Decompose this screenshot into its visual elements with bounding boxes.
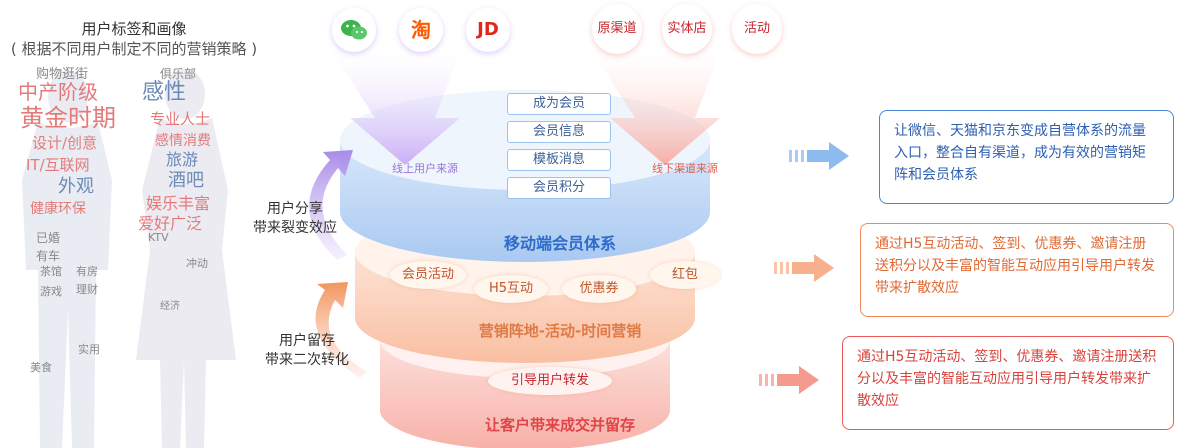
channel-event: 活动 [732,4,782,54]
taobao-icon: 淘 [399,8,443,52]
portrait-silhouette [22,69,236,448]
retain-label-line1: 用户留存 [279,333,335,349]
cloud-word: 酒吧 [168,170,204,191]
item-member-activity: 会员活动 [390,261,466,289]
cloud-word: 俱乐部 [160,67,197,81]
layer-middle-title: 营销阵地-活动-时间营销 [478,322,642,340]
cloud-word: 有房 [76,265,98,278]
item-member-info: 会员信息 [507,121,611,143]
arrow-middle [774,254,834,282]
layer-bottom-title: 让客户带来成交并留存 [484,416,635,434]
cloud-word: 冲动 [186,257,208,270]
jd-icon: JD [466,8,510,52]
arrow-bottom [759,366,819,394]
cloud-word: 健康环保 [30,201,86,217]
cloud-word: 专业人士 [150,110,211,128]
desc-middle: 通过H5互动活动、签到、优惠券、邀请注册送积分以及丰富的智能互动应用引导用户转发… [860,223,1174,317]
cloud-word: 已婚 [36,231,61,245]
arrow-top [789,142,849,170]
share-label-line1: 用户分享 [267,201,323,217]
cloud-word: 旅游 [166,150,199,169]
cloud-word: 中产阶级 [18,80,98,104]
cloud-word: KTV [148,231,169,244]
cloud-word: 爱好广泛 [138,214,203,233]
online-source-label: 线上用户来源 [392,162,458,175]
portrait-title: 用户标签和画像 [81,20,187,38]
cloud-word: 设计/创意 [32,134,98,152]
cloud-word: 游戏 [40,285,62,298]
word-cloud: 中产阶级黄金时期设计/创意 IT/互联网外观健康环保 购物逛街感性专业人士感情消费旅… [0,60,260,448]
cloud-word: 外观 [58,176,94,197]
desc-top: 让微信、天猫和京东变成自营体系的流量入口，整合自有渠道，成为有效的营销矩阵和会员… [879,110,1174,204]
wechat-icon [332,8,376,52]
cloud-word: 实用 [78,343,100,356]
channel-original: 原渠道 [592,4,642,54]
cloud-word: 茶馆 [40,265,62,278]
desc-bottom: 通过H5互动活动、签到、优惠券、邀请注册送积分以及丰富的智能互动应用引导用户转发… [842,336,1174,430]
retain-label: 用户留存 带来二次转化 [252,332,362,370]
channel-store: 实体店 [662,4,712,54]
item-red-packet: 红包 [650,261,720,289]
item-coupon: 优惠券 [562,275,636,303]
cloud-word: 经济 [160,301,180,312]
layer-top-title: 移动端会员体系 [503,234,616,253]
cloud-word: 美食 [30,361,52,374]
item-h5-interaction: H5互动 [474,275,548,303]
cloud-word: 有车 [36,249,61,263]
retain-label-line2: 带来二次转化 [265,352,349,368]
cloud-word: 黄金时期 [20,104,116,132]
cloud-word: 购物逛街 [36,67,89,82]
item-guide-share: 引导用户转发 [488,367,612,395]
item-template-message: 模板消息 [507,149,611,171]
cloud-word: 感情消费 [155,133,211,149]
portrait-subtitle: ( 根据不同用户制定不同的营销策略 ) [10,40,258,58]
cloud-word: 感性 [142,80,187,105]
cloud-word: 理财 [76,283,98,296]
offline-source-label: 线下渠道来源 [652,162,718,175]
share-label-line2: 带来裂变效应 [253,220,337,236]
cloud-word: 娱乐丰富 [146,194,211,213]
cloud-word: IT/互联网 [26,156,90,174]
item-become-member: 成为会员 [507,93,611,115]
item-member-points: 会员积分 [507,177,611,199]
share-label: 用户分享 带来裂变效应 [240,200,350,238]
